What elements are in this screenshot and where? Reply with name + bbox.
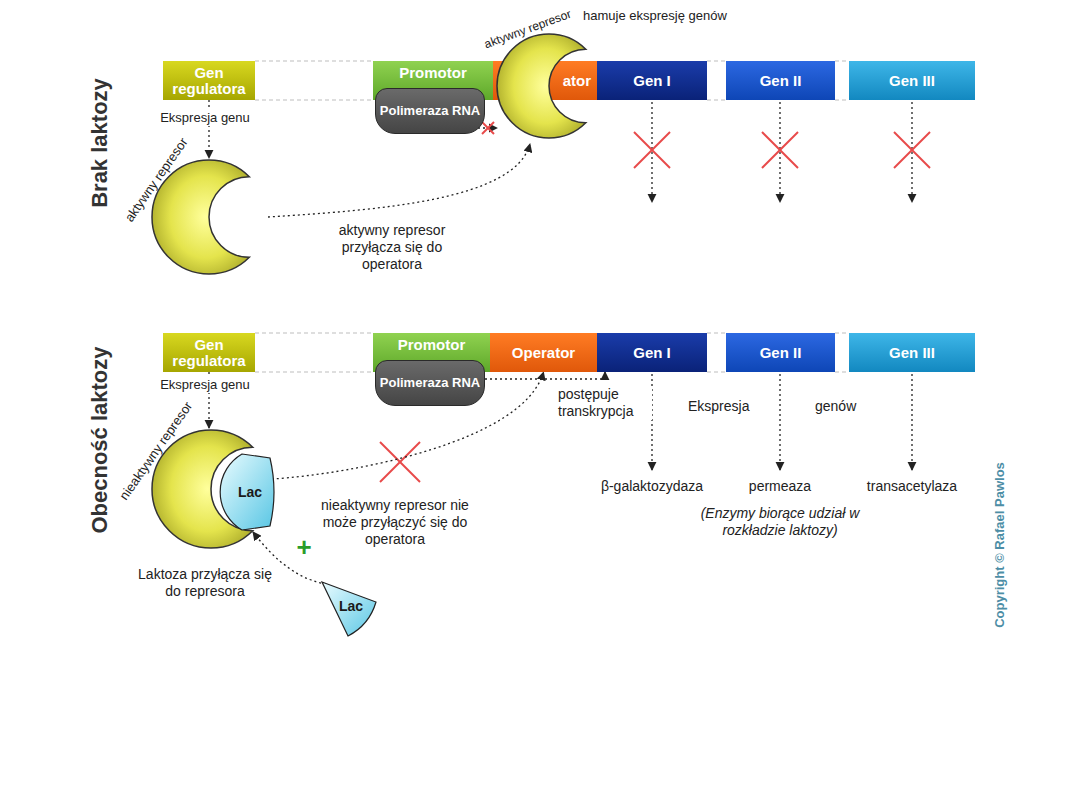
enzyme-name: β-galaktozydaza [601,478,703,495]
plus-sign: + [296,532,311,563]
node-label: ator [563,73,591,89]
lactose-label: Lac [238,484,262,500]
note-text: Ekspresja [688,398,749,415]
repressor-outline [497,34,586,138]
rna-polymerase: Polimeraza RNA [375,360,485,406]
panel-title: Brak laktozy [87,78,113,208]
note-text: genów [815,398,856,415]
edge-label: Ekspresja genu [148,377,262,393]
rna-polymerase: Polimeraza RNA [375,88,485,134]
regulator-gene: Gen regulatora [163,61,255,100]
connector-arrow [272,372,544,479]
node-label: Gen I [633,345,671,361]
block-cross [380,122,930,482]
copyright-note: Copyright © Rafael Pawlos [992,462,1008,628]
lactose-label: Lac [339,598,363,614]
connector-arrow [208,100,209,158]
panel-title: Obecność laktozy [87,346,113,533]
lactose-outline [322,582,376,636]
gene-box: Gen II [726,61,835,100]
connector-arrow [485,372,605,379]
node-label: Polimeraza RNA [380,376,480,390]
edge-label: nieaktywny represor nie może przyłączyć … [318,497,472,547]
inactive-repressor: nieaktywny represorLac [150,428,272,550]
node-label: Gen I [633,73,671,89]
active-repressor: aktywny represorhamuje ekspresję genów [495,28,603,144]
node-label: Gen II [760,345,802,361]
edge-label: Laktoza przyłącza się do represora [128,566,282,600]
enzyme-name: permeaza [749,478,811,495]
edge-label: Ekspresja genu [148,110,262,126]
lactose-molecule: Lac [318,578,380,640]
gene-box: Gen III [849,333,975,372]
node-label: Gen regulatora [167,65,251,97]
gene-box: Gen I [597,61,707,100]
operator-box: Operator [490,333,597,372]
enzyme-name: transacetylaza [867,478,957,495]
lactose-bound: Lac [210,452,276,532]
node-label: Gen III [889,73,935,89]
expression-arrow [478,102,912,470]
edge-label: postępuje transkrypcja [556,386,652,420]
node-label: Gen regulatora [167,337,251,369]
active-repressor: aktywny represor [150,158,268,276]
enzyme-note: (Enzymy biorące udział w rozkładzie lakt… [693,505,868,539]
gene-box: Gen II [726,333,835,372]
node-label: Promotor [398,337,466,353]
node-label: Promotor [399,65,467,81]
repressor-shape [495,28,603,144]
gene-box: Gen I [597,333,707,372]
node-label: Operator [512,345,575,361]
node-label: Gen II [760,73,802,89]
node-label: Polimeraza RNA [380,104,480,118]
lactose-outline [220,454,274,530]
edge-label: aktywny represor przyłącza się do operat… [315,222,469,272]
gene-box: Gen III [849,61,975,100]
repressor-label: hamuje ekspresję genów [583,8,727,24]
regulator-gene: Gen regulatora [163,333,255,372]
connector-arrow [268,144,530,217]
node-label: Gen III [889,345,935,361]
